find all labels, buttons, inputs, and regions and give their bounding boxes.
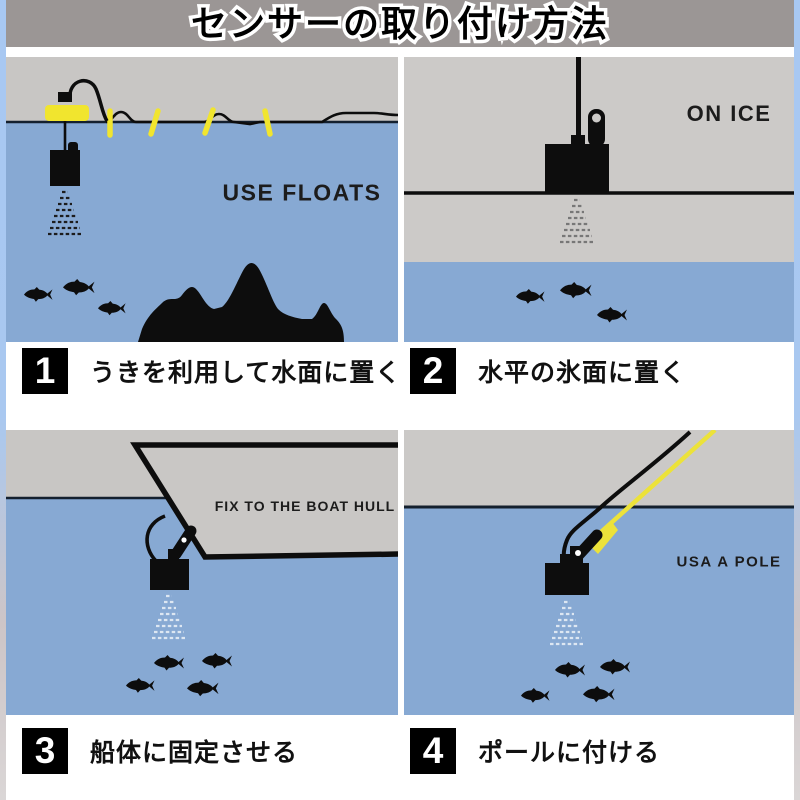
step-2-text: 水平の氷面に置く (478, 359, 687, 387)
page-title-text: センサーの取り付け方法 (190, 3, 609, 44)
boat-hull-label: FIX TO THE BOAT HULL (214, 498, 396, 514)
left-border-strip (0, 0, 6, 800)
use-floats-illustration (6, 57, 398, 342)
float-sensor-assembly (45, 78, 109, 186)
page-title-outline: センサーの取り付け方法 (187, 0, 610, 48)
on-ice-illustration (404, 57, 794, 342)
sensor-nub (560, 554, 572, 565)
sensor-body (50, 150, 80, 186)
use-floats-label: USE FLOATS (222, 179, 382, 206)
step-1-badge: 1 (22, 348, 68, 394)
sensor-nub (168, 549, 179, 561)
panel-use-floats: USE FLOATS (6, 57, 398, 342)
sensor-cable (145, 514, 166, 563)
step-3-text: 船体に固定させる (90, 739, 299, 767)
hull-mounted-sensor (150, 525, 197, 590)
surface-waves (105, 110, 398, 126)
cable-gland (571, 135, 585, 145)
step-4-badge: 4 (410, 728, 456, 774)
step-4-text: ポールに付ける (478, 739, 661, 767)
pole-illustration (404, 430, 794, 715)
sensor-cable (68, 78, 109, 122)
water (404, 262, 794, 342)
step-3-badge: 3 (22, 728, 68, 774)
sensor-body (150, 559, 189, 590)
title-bar: センサーの取り付け方法 センサーの取り付け方法 (6, 0, 794, 48)
bracket-pivot (181, 537, 187, 543)
sky (404, 430, 794, 508)
sensor-body (545, 144, 609, 194)
pole-mounted-sensor (545, 529, 603, 595)
caption-2: 2 水平の氷面に置く (400, 348, 794, 394)
right-border-strip (794, 0, 800, 800)
bottom-rocks (138, 263, 344, 342)
float-cap (58, 92, 72, 102)
on-ice-label: ON ICE (686, 101, 772, 126)
bracket-pivot (575, 550, 581, 556)
boat-hull (130, 442, 398, 560)
boat-hull-illustration (6, 430, 398, 715)
page-title: センサーの取り付け方法 センサーの取り付け方法 (187, 0, 610, 48)
panel-pole: USA A POLE (404, 430, 794, 715)
caption-1: 1 うきを利用して水面に置く (6, 348, 400, 394)
caption-4: 4 ポールに付ける (400, 728, 794, 774)
sensor-cable (561, 430, 692, 564)
sensor-on-ice (545, 57, 609, 194)
sensor-body (545, 563, 589, 595)
step-1-text: うきを利用して水面に置く (90, 359, 402, 387)
pole-label: USA A POLE (676, 553, 782, 571)
panel-boat-hull: FIX TO THE BOAT HULL (6, 430, 398, 715)
sensor-rod (576, 57, 581, 147)
caption-row-1: 1 うきを利用して水面に置く 2 水平の氷面に置く (6, 342, 794, 430)
panel-on-ice: ON ICE (404, 57, 794, 342)
caption-row-2: 3 船体に固定させる 4 ポールに付ける (6, 715, 794, 800)
caption-3: 3 船体に固定させる (6, 728, 400, 774)
handle-hole (592, 113, 601, 123)
step-2-badge: 2 (410, 348, 456, 394)
yellow-float (45, 105, 89, 121)
yellow-pole (599, 430, 717, 534)
small-floats (107, 107, 273, 138)
